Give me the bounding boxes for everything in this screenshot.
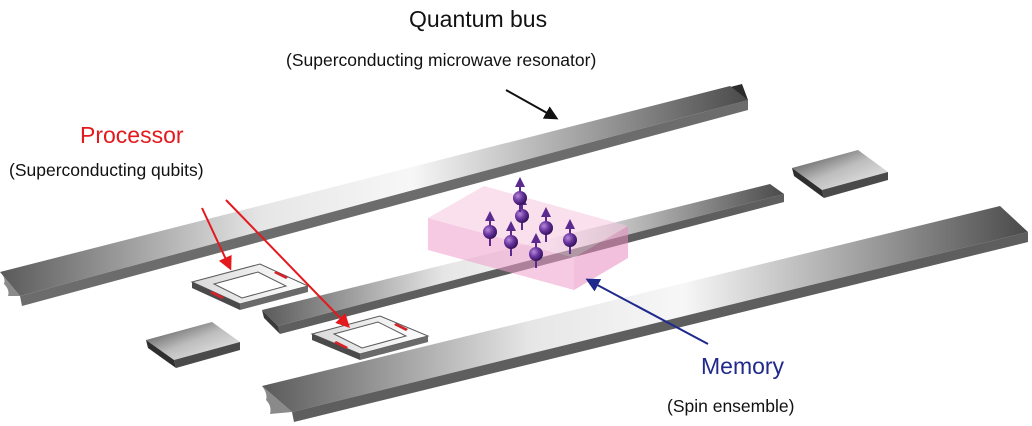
bus-subtitle: (Superconducting microwave resonator) <box>286 50 597 70</box>
lower-ground-strip <box>262 206 1028 422</box>
memory-arrow <box>585 278 709 345</box>
junction-1b <box>274 271 288 279</box>
spin-group <box>483 177 577 268</box>
processor-title: Processor <box>80 122 184 148</box>
bus-arrow <box>505 89 559 120</box>
qubit-loop-1 <box>190 263 310 310</box>
processor-arrow-2 <box>225 199 350 329</box>
junction-2a <box>334 341 348 349</box>
qubit-loop-2 <box>310 315 430 360</box>
spin-particle <box>483 225 497 239</box>
spin-ensemble-volume <box>428 186 628 290</box>
spin-particle <box>515 209 529 223</box>
upper-ground-strip <box>0 84 748 306</box>
spin-particle <box>529 247 543 261</box>
memory-subtitle: (Spin ensemble) <box>667 396 795 416</box>
bus-title: Quantum bus <box>409 6 548 32</box>
memory-title: Memory <box>701 353 785 379</box>
spin-particle <box>504 235 518 249</box>
spin-particle <box>539 221 553 235</box>
processor-subtitle: (Superconducting qubits) <box>9 160 204 180</box>
processor-arrow-1 <box>201 207 232 271</box>
spin-particle <box>513 191 527 205</box>
pad-upper-right <box>792 150 888 198</box>
pad-lower-left <box>146 322 240 368</box>
spin-particle <box>563 233 577 247</box>
junction-2b <box>394 323 408 331</box>
junction-1a <box>210 291 224 299</box>
